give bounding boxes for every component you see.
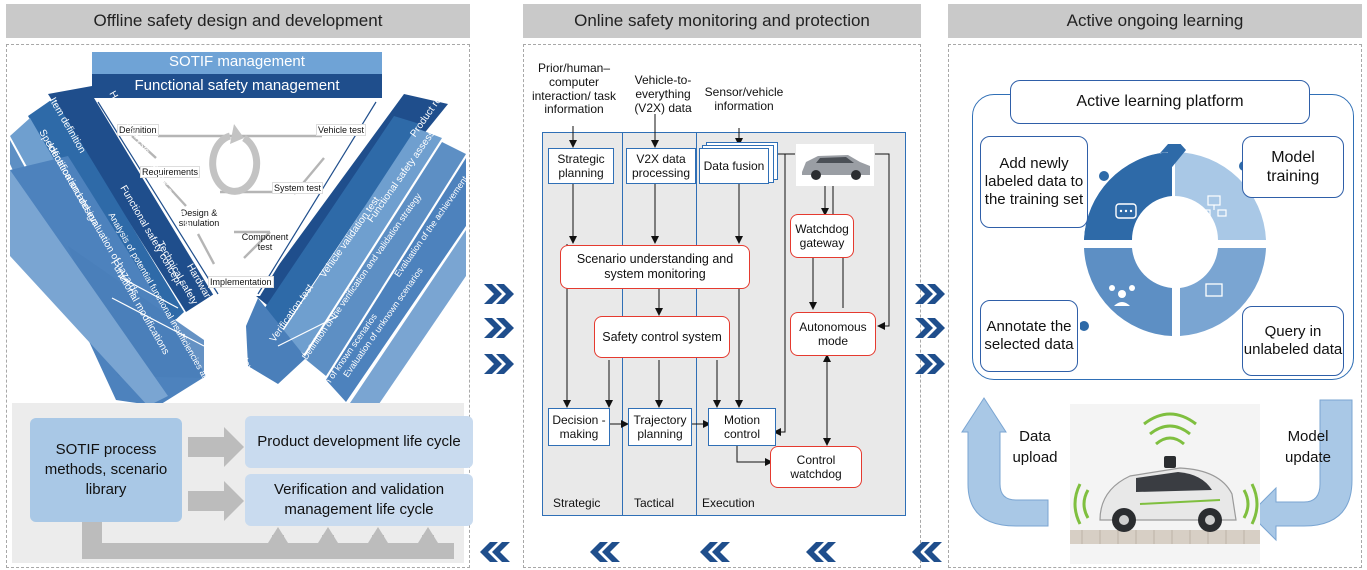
online-header: Online safety monitoring and protection xyxy=(523,4,921,38)
safety-control-system-box: Safety control system xyxy=(594,316,730,358)
active-learning-platform-title: Active learning platform xyxy=(1010,80,1310,124)
watchdog-gateway-box: Watchdog gateway xyxy=(790,214,854,258)
vv-management-box: Verification and validation management l… xyxy=(245,474,473,526)
upload-update-arrows xyxy=(961,397,1353,542)
learning-header: Active ongoing learning xyxy=(948,4,1362,38)
suv-vehicle-image xyxy=(796,144,874,186)
trajectory-planning-box: Trajectory planning xyxy=(628,408,692,446)
system-test-label: System test xyxy=(272,182,324,195)
sotif-management-label: SOTIF management xyxy=(169,53,305,70)
model-update-label: Model update xyxy=(1285,428,1331,466)
learning-panel xyxy=(948,44,1362,568)
offline-bottom-arrows xyxy=(82,427,454,559)
model-training-box: Model training xyxy=(1242,136,1344,198)
online-panel xyxy=(523,44,921,568)
online-connectors xyxy=(563,114,890,466)
functional-safety-management-label: Functional safety management xyxy=(134,77,340,94)
motion-control-box: Motion control xyxy=(708,408,776,446)
offline-header: Offline safety design and development xyxy=(6,4,470,38)
execution-layer-label: Execution xyxy=(702,496,755,510)
forward-chevrons-left xyxy=(484,284,514,374)
definition-label: Definition xyxy=(117,124,159,137)
strategic-layer-label: Strategic xyxy=(553,496,601,510)
autonomous-mode-box: Autonomous mode xyxy=(790,312,876,356)
learning-cycle-ring xyxy=(1084,144,1266,336)
forward-chevrons-right xyxy=(915,284,945,374)
vehicle-test-label: Vehicle test xyxy=(316,124,367,137)
product-development-box: Product development life cycle xyxy=(245,416,473,468)
feedback-chevrons xyxy=(480,542,942,562)
component-test-label: Component test xyxy=(241,232,289,253)
v-model-diagram xyxy=(10,52,466,426)
decision-making-box: Decision -making xyxy=(548,408,610,446)
add-labeled-data-box: Add newly labeled data to the training s… xyxy=(980,136,1088,228)
v2x-data-label: Vehicle-to-everything (V2X) data xyxy=(634,73,692,115)
annotate-data-box: Annotate the selected data xyxy=(980,300,1078,372)
offline-panel xyxy=(6,44,470,568)
autonomous-car-image xyxy=(1070,404,1260,564)
requirements-label: Requirements xyxy=(140,166,201,179)
scenario-understanding-box: Scenario understanding and system monito… xyxy=(560,245,750,289)
control-watchdog-box: Control watchdog xyxy=(770,446,862,488)
strategic-planning-box: Strategic planning xyxy=(548,148,614,184)
implementation-label: Implementation xyxy=(208,276,274,289)
tactical-layer-label: Tactical xyxy=(634,496,675,510)
sensor-info-label: Sensor/vehicle information xyxy=(704,85,784,113)
sotif-process-box: SOTIF process methods, scenario library xyxy=(30,418,182,522)
query-unlabeled-box: Query in unlabeled data xyxy=(1242,306,1344,376)
design-simulation-label: Design & simulation xyxy=(178,208,220,229)
v2x-processing-box: V2X data processing xyxy=(626,148,696,184)
prior-info-label: Prior/human–computer interaction/ task i… xyxy=(531,61,617,117)
data-upload-label: Data upload xyxy=(1012,428,1058,466)
data-fusion-box: Data fusion xyxy=(699,148,769,184)
